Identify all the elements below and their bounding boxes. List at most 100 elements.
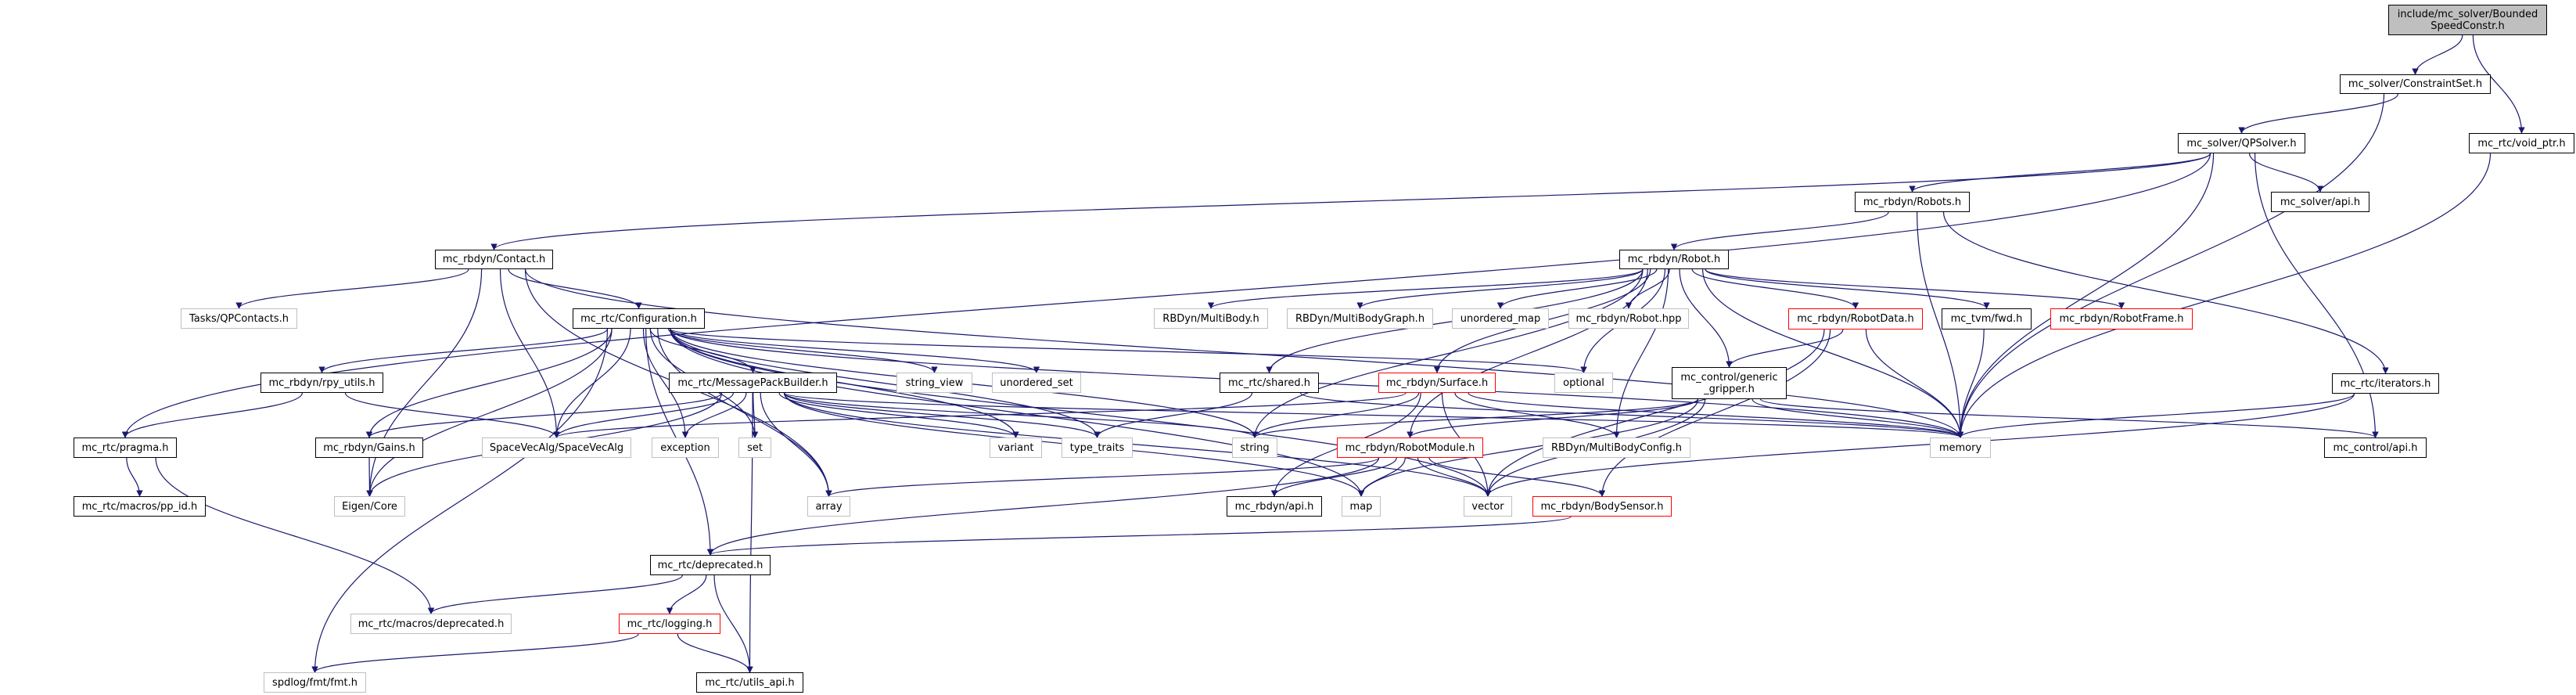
- edge-configuration-to-array: [657, 328, 832, 497]
- edge-robotmodule-to-rbdynapi: [1270, 457, 1397, 497]
- edge-msgpack-to-utilsapi: [746, 392, 753, 673]
- node-logging[interactable]: mc_rtc/logging.h: [619, 614, 720, 634]
- edge-contact-to-eigencore: [366, 268, 483, 497]
- node-voidptr[interactable]: mc_rtc/void_ptr.h: [2469, 133, 2574, 153]
- node-deprecated[interactable]: mc_rtc/deprecated.h: [650, 555, 771, 575]
- edge-contact-to-spacevecalg: [499, 268, 560, 438]
- node-utilsapi[interactable]: mc_rtc/utils_api.h: [696, 672, 803, 693]
- edge-rpyutils-to-pragma: [121, 392, 303, 438]
- edge-robotdata-to-memory: [1865, 329, 1964, 438]
- node-contact[interactable]: mc_rbdyn/Contact.h: [435, 250, 553, 269]
- node-memory: memory: [1930, 438, 1991, 458]
- edge-robotdata-to-bodysensor: [1598, 329, 1831, 497]
- node-array: array: [807, 496, 850, 517]
- node-stringview: string_view: [896, 373, 972, 393]
- node-robotdata[interactable]: mc_rbdyn/RobotData.h: [1788, 308, 1923, 329]
- edge-robotmodule-to-map: [1357, 457, 1406, 497]
- edge-msgpack-to-vector: [783, 392, 1492, 497]
- edge-logging-to-utilsapi: [677, 633, 753, 673]
- edge-constraintset-to-memory: [1956, 93, 2385, 438]
- edge-configuration-to-optional: [669, 328, 1587, 373]
- edge-deprecated-to-macrosdeprecated: [427, 574, 683, 614]
- edge-gripper-to-map: [1357, 398, 1699, 497]
- node-rpyutils[interactable]: mc_rbdyn/rpy_utils.h: [260, 373, 383, 393]
- node-robothpp: mc_rbdyn/Robot.hpp: [1568, 308, 1689, 329]
- node-unorderedmap: unordered_map: [1452, 308, 1549, 329]
- node-typetraits: type_traits: [1062, 438, 1133, 458]
- edge-iterators-to-vector: [1484, 393, 2355, 497]
- edge-msgpack-to-memory: [783, 392, 1963, 438]
- node-solverapi[interactable]: mc_solver/api.h: [2271, 192, 2369, 212]
- edge-robot-to-multibodygraph: [1356, 268, 1644, 309]
- edge-configuration-to-fmt: [311, 328, 609, 673]
- edge-tvmfwd-to-memory: [1956, 329, 1985, 438]
- node-eigencore: Eigen/Core: [334, 496, 405, 517]
- node-pragma[interactable]: mc_rtc/pragma.h: [74, 438, 177, 458]
- node-unorderedset: unordered_set: [992, 373, 1081, 393]
- edge-robots-to-robot: [1670, 211, 1889, 250]
- edge-robot-to-robotmodule: [1407, 268, 1648, 438]
- node-bodysensor[interactable]: mc_rbdyn/BodySensor.h: [1532, 496, 1672, 517]
- edge-qpsolver-to-memory: [1956, 153, 2215, 438]
- edge-robot-to-multibody: [1207, 268, 1644, 309]
- node-optional: optional: [1554, 373, 1613, 393]
- node-robotframe[interactable]: mc_rbdyn/RobotFrame.h: [2050, 308, 2193, 329]
- edge-iterators-to-memory: [1956, 393, 2355, 438]
- node-rbdynapi[interactable]: mc_rbdyn/api.h: [1227, 496, 1322, 517]
- edge-robots-to-memory: [1917, 211, 1964, 438]
- edge-qpsolver-to-contact: [490, 153, 2211, 250]
- edge-contact-to-qpcontacts: [235, 268, 469, 309]
- node-configuration[interactable]: mc_rtc/Configuration.h: [573, 308, 705, 329]
- edge-msgpack-to-spacevecalg: [553, 392, 734, 438]
- edge-shared-to-typetraits: [1094, 392, 1253, 438]
- edge-configuration-to-gains: [365, 328, 613, 438]
- node-vector: vector: [1464, 496, 1512, 517]
- edge-qpsolver-to-pragma: [121, 153, 2211, 438]
- node-robotmodule[interactable]: mc_rbdyn/RobotModule.h: [1337, 438, 1483, 458]
- node-tvmfwd[interactable]: mc_tvm/fwd.h: [1942, 308, 2032, 329]
- edge-rpyutils-to-spacevecalg: [344, 392, 560, 438]
- edge-robotdata-to-gripper: [1726, 329, 1844, 368]
- edge-root-to-voidptr: [2472, 34, 2525, 134]
- node-variant: variant: [990, 438, 1042, 458]
- node-controlapi[interactable]: mc_control/api.h: [2324, 438, 2427, 458]
- node-robot[interactable]: mc_rbdyn/Robot.h: [1619, 250, 1729, 269]
- edge-pragma-to-ppid: [126, 457, 143, 497]
- node-gains[interactable]: mc_rbdyn/Gains.h: [315, 438, 423, 458]
- node-gripper[interactable]: mc_control/generic _gripper.h: [1672, 367, 1787, 399]
- node-qpsolver[interactable]: mc_solver/QPSolver.h: [2178, 133, 2305, 153]
- edge-robot-to-robotdata: [1691, 268, 1859, 309]
- node-map: map: [1342, 496, 1381, 517]
- node-constraintset[interactable]: mc_solver/ConstraintSet.h: [2340, 74, 2491, 94]
- node-set: set: [738, 438, 771, 458]
- node-fmt: spdlog/fmt/fmt.h: [264, 672, 366, 693]
- edge-robot-to-string: [1251, 268, 1644, 438]
- edge-logging-to-fmt: [311, 633, 639, 673]
- edge-configuration-to-rpyutils: [318, 328, 609, 373]
- node-msgpack[interactable]: mc_rtc/MessagePackBuilder.h: [669, 373, 837, 393]
- edge-qpsolver-to-robots: [1909, 153, 2211, 193]
- node-multibodyconfig: RBDyn/MultiBodyConfig.h: [1543, 438, 1690, 458]
- edge-configuration-to-eigencore: [366, 328, 613, 497]
- edge-surface-to-memory: [1468, 392, 1964, 438]
- edge-configuration-to-stringview: [667, 328, 938, 373]
- edge-robot-to-unorderedmap: [1496, 268, 1658, 309]
- edge-robotmodule-to-bodysensor: [1428, 457, 1606, 497]
- edge-voidptr-to-memory: [1956, 153, 2492, 438]
- node-root[interactable]: include/mc_solver/Bounded SpeedConstr.h: [2388, 5, 2547, 35]
- node-qpcontacts: Tasks/QPContacts.h: [181, 308, 297, 329]
- edge-configuration-to-exception: [642, 328, 689, 438]
- edge-robots-to-iterators: [1942, 211, 2389, 374]
- node-ppid[interactable]: mc_rtc/macros/pp_id.h: [74, 496, 206, 517]
- edge-root-to-constraintset: [2412, 34, 2463, 75]
- node-surface[interactable]: mc_rbdyn/Surface.h: [1378, 373, 1496, 393]
- node-shared[interactable]: mc_rtc/shared.h: [1220, 373, 1319, 393]
- edge-bodysensor-to-deprecated: [707, 516, 1572, 556]
- node-iterators[interactable]: mc_rtc/iterators.h: [2332, 373, 2439, 394]
- edge-gripper-to-memory: [1751, 398, 1964, 438]
- edge-msgpack-to-string: [783, 392, 1259, 438]
- node-robots[interactable]: mc_rbdyn/Robots.h: [1855, 192, 1970, 212]
- edge-msgpack-to-gains: [365, 392, 723, 438]
- edge-robot-to-gripper: [1679, 268, 1733, 368]
